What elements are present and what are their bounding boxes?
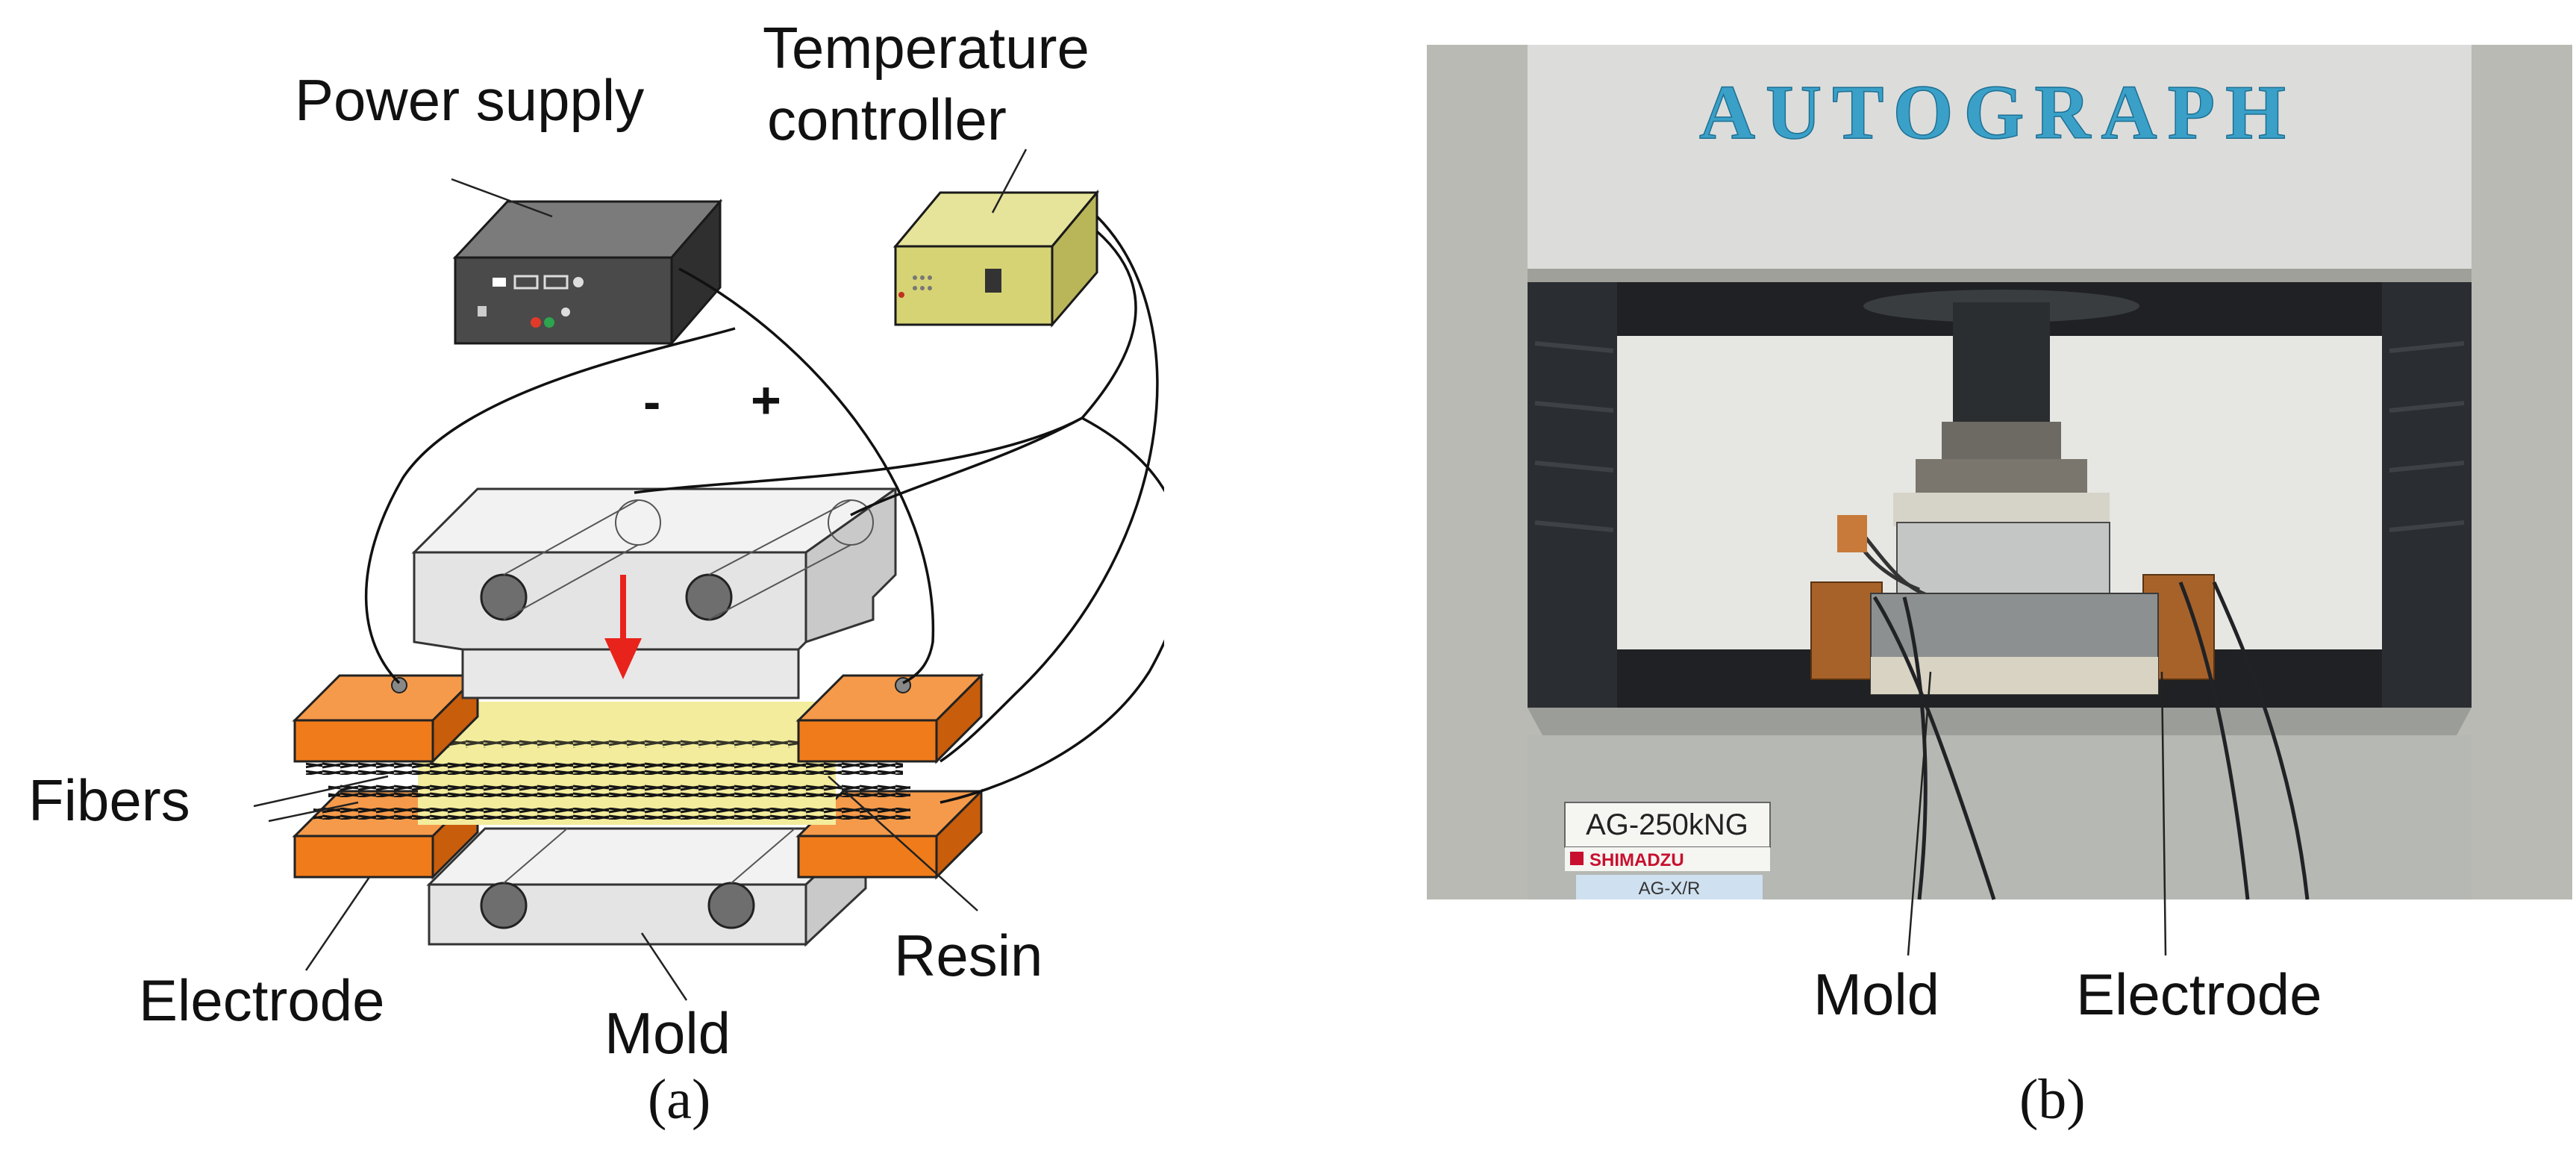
electrode-label-b: Electrode	[2076, 961, 2322, 1027]
press-arrow	[604, 575, 642, 679]
maker-name: SHIMADZU	[1589, 850, 1684, 870]
mold-label-a: Mold	[604, 1000, 731, 1066]
wires	[364, 215, 1164, 804]
upper-electrode-right	[795, 673, 984, 764]
temperature-controller-label-line2: controller	[767, 87, 1007, 152]
power-supply-label: Power supply	[295, 67, 645, 133]
mold-label-b: Mold	[1813, 961, 1940, 1027]
caption-b: (b)	[2019, 1068, 2086, 1131]
electrode-label-a: Electrode	[139, 967, 385, 1033]
upper-mold	[411, 487, 899, 699]
autograph-brand: AUTOGRAPH	[1699, 69, 2296, 155]
fiber-resin-stack	[306, 702, 910, 825]
model-number: AG-250kNG	[1586, 808, 1748, 841]
callout-leaders	[253, 775, 978, 1001]
caption-a: (a)	[648, 1068, 711, 1131]
electrode-leader-b	[2160, 671, 2167, 956]
resin-label: Resin	[894, 923, 1043, 988]
series-name: AG-X/R	[1639, 879, 1701, 899]
temperature-controller-box	[892, 189, 1100, 328]
minus-terminal-label: -	[643, 372, 661, 431]
plus-terminal-label: +	[751, 371, 781, 429]
controller-leader	[991, 149, 1028, 213]
power-supply-leader	[451, 178, 553, 218]
machine-photo: AUTOGRAPH AG-250kNG SHIMADZU AG-X/R	[1427, 45, 2572, 956]
power-supply-box	[452, 198, 723, 347]
mold-leader-b	[1907, 671, 1932, 956]
lower-mold	[426, 826, 869, 947]
schematic-diagram	[253, 149, 1164, 1001]
temperature-controller-label-line1: Temperature	[763, 15, 1090, 81]
fibers-label: Fibers	[28, 767, 190, 833]
